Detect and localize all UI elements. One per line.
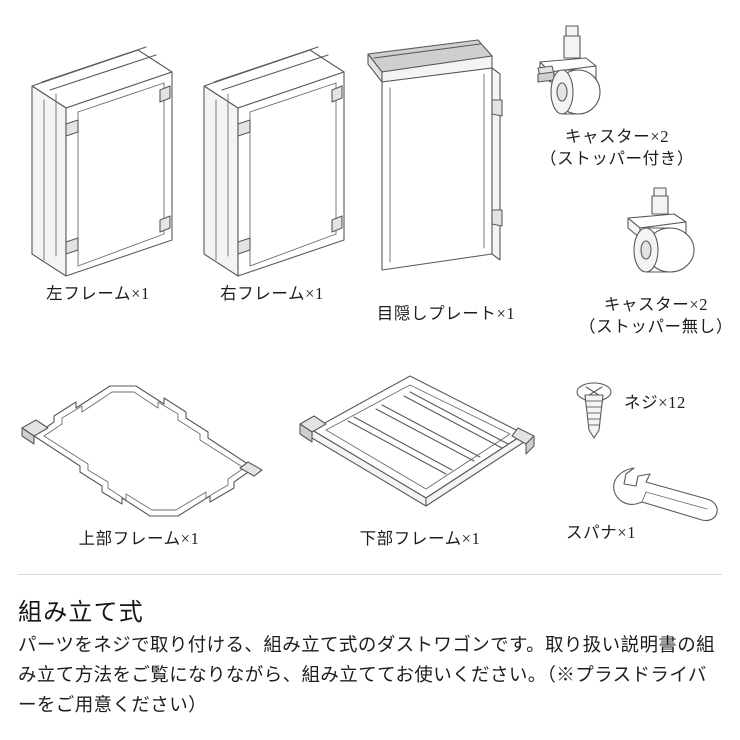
caption-cover-plate: 目隠しプレート×1 xyxy=(376,304,516,323)
section-title: 組み立て式 xyxy=(18,600,144,626)
part-left-frame-illustration xyxy=(20,28,180,278)
section-body-text: パーツをネジで取り付ける、組み立て式のダストワゴンです。取り扱い説明書の組み立て… xyxy=(18,636,716,716)
caption-bottom-frame: 下部フレーム×1 xyxy=(359,529,481,548)
part-top-frame-illustration xyxy=(18,374,278,519)
caption-top-frame: 上部フレーム×1 xyxy=(78,529,200,548)
part-cover-plate-illustration xyxy=(360,34,510,284)
caption-caster-stopper: キャスター×2 （ストッパー付き） xyxy=(540,127,694,169)
part-spanner-illustration xyxy=(606,462,726,528)
part-caster-plain-illustration xyxy=(602,187,722,288)
caption-right-frame: 右フレーム×1 xyxy=(220,284,324,303)
part-bottom-frame-illustration xyxy=(286,368,546,518)
caption-caster-plain: キャスター×2 （ストッパー無し） xyxy=(579,295,733,337)
part-screw-illustration xyxy=(566,380,622,442)
caption-screw: ネジ×12 xyxy=(624,393,686,412)
part-right-frame-illustration xyxy=(192,28,352,278)
caption-spanner: スパナ×1 xyxy=(566,523,637,542)
section-divider xyxy=(18,574,722,575)
part-caster-stopper-illustration xyxy=(512,24,622,124)
caption-left-frame: 左フレーム×1 xyxy=(46,284,150,303)
